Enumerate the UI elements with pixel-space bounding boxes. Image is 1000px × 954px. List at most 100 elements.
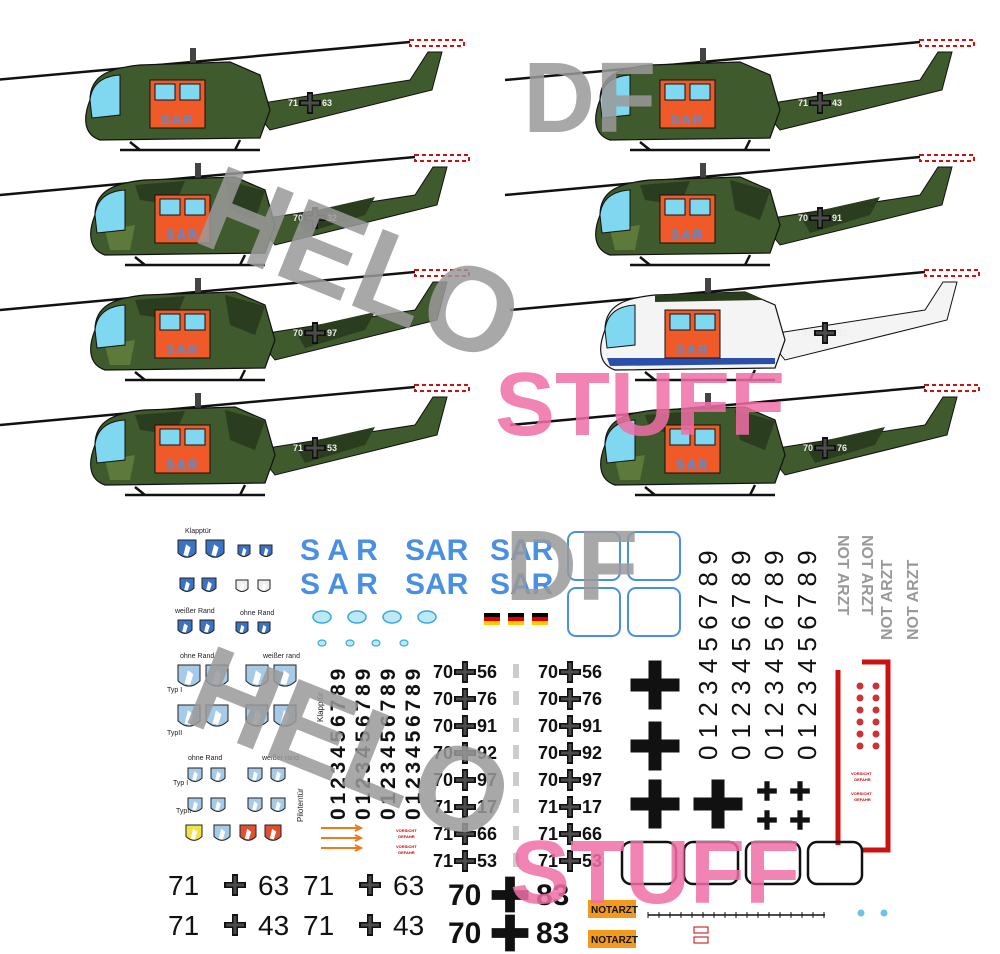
gefahr-label: GEFAHR <box>398 834 415 839</box>
tiny-stencil <box>513 745 519 759</box>
decal-label: Klapptür <box>185 528 212 535</box>
iron-cross-small <box>788 779 812 803</box>
tail-number: 53 <box>327 443 337 453</box>
large-code-number: 63 <box>393 870 424 901</box>
decal-label: weißer rand <box>261 755 299 762</box>
window-frame-black <box>744 840 802 886</box>
sar-decal: S A R <box>300 568 378 601</box>
decal-label-vertical: Klapptür <box>316 692 325 722</box>
tail-number: 97 <box>327 328 337 338</box>
door-window <box>159 198 181 216</box>
landing-skid <box>635 484 775 497</box>
tail-number: 91 <box>832 213 842 223</box>
squadron-shield-mark <box>241 547 247 556</box>
cyan-dot <box>857 909 865 917</box>
landing-skid <box>630 254 770 267</box>
main-rotor-blade <box>0 270 416 312</box>
tactical-code-number: 92 <box>582 743 602 763</box>
flag-black <box>508 613 524 617</box>
tail-number: 43 <box>832 98 842 108</box>
decal-label: TypII <box>176 808 191 815</box>
flag-black <box>484 613 500 617</box>
notarzt-text: NOTARZT <box>591 905 638 916</box>
camo-patch <box>225 410 265 450</box>
flag-red <box>484 617 500 621</box>
large-code-prefix: 71 <box>303 910 334 941</box>
unit-badge-small-mark <box>192 771 198 781</box>
cyan-badge-small <box>371 639 381 647</box>
cross-emblem <box>559 688 581 710</box>
sar-decal: SAR <box>490 568 554 601</box>
tail-rotor <box>414 154 470 162</box>
cross-emblem <box>559 661 581 683</box>
tail-rotor <box>409 39 465 47</box>
cockpit-window <box>599 74 631 119</box>
tiny-stencil <box>513 718 519 732</box>
red-bracket-right <box>862 659 891 853</box>
iron-cross-shape <box>788 779 812 803</box>
tactical-code-prefix: 70 <box>433 689 453 709</box>
unit-badge-mark <box>212 710 222 725</box>
tail-code: 70 <box>293 213 303 223</box>
arrow-decal <box>321 844 364 852</box>
unit-badge-mark <box>280 670 290 685</box>
not-arzt-text: NOT ARZT <box>858 535 875 616</box>
tactical-code-number: 17 <box>582 797 602 817</box>
unit-badge-mark <box>184 710 194 725</box>
camo-patch <box>735 410 775 450</box>
main-rotor-blade <box>509 270 926 312</box>
cyan-badge-small <box>399 639 409 647</box>
gefahr-label: GEFAHR <box>854 797 871 802</box>
window-frame-decal <box>627 587 681 637</box>
landing-skid <box>120 139 260 152</box>
camo-patch <box>730 180 770 220</box>
tail-number: 83 <box>837 328 847 338</box>
tactical-code-prefix: 71 <box>538 851 558 871</box>
tail-code: 71 <box>798 98 808 108</box>
sar-marking: SAR <box>161 112 194 127</box>
window-frame-black <box>806 840 864 886</box>
tail-rotor <box>414 269 470 277</box>
cross-emblem <box>559 742 581 764</box>
door-window <box>184 428 206 446</box>
unit-badge-red-mark <box>269 828 277 840</box>
tail-code: 70 <box>803 443 813 453</box>
squadron-shield-mark <box>263 547 269 556</box>
watermark-stuff: STUFF <box>495 355 785 455</box>
camo-patch <box>225 295 265 335</box>
tactical-code-prefix: 71 <box>433 824 453 844</box>
cross-emblem <box>224 914 246 936</box>
door-window <box>694 313 716 331</box>
tactical-code-number: 56 <box>582 662 602 682</box>
decal-label: ohne Rand <box>180 653 214 660</box>
unit-badge-yellow-mark <box>190 828 198 840</box>
small-red-box <box>693 936 709 944</box>
sar-decal: SAR <box>405 534 469 567</box>
decal-label: ohne Rand <box>240 610 274 617</box>
notarzt-badge <box>588 900 636 918</box>
landing-skid <box>125 254 265 267</box>
digit-strip-small: 0 1 2 3 4 5 6 7 8 9 <box>352 669 375 820</box>
decal-label: Typ I <box>173 780 188 787</box>
tail-rotor <box>924 384 980 392</box>
camo-patch <box>225 180 265 220</box>
cockpit-window <box>599 189 631 234</box>
cross-emblem <box>559 769 581 791</box>
unit-badge-small-mark <box>192 801 198 811</box>
squadron-shield-mark <box>184 581 190 591</box>
tail-rotor <box>414 384 470 392</box>
vorsicht-label: VORSICHT <box>851 791 872 796</box>
cyan-badge <box>312 610 332 624</box>
sar-decal: SAR <box>405 568 469 601</box>
tiny-stencil <box>513 691 519 705</box>
cockpit-window <box>94 189 126 234</box>
tactical-code-prefix: 71 <box>433 797 453 817</box>
digit-strip-large: 0 1 2 3 4 5 6 7 8 9 <box>726 550 756 760</box>
decal-label: Typ I <box>167 687 182 694</box>
arrow-decal <box>321 834 364 842</box>
sar-marking: SAR <box>671 112 704 127</box>
tactical-code-number: 53 <box>477 851 497 871</box>
arrow-decal <box>321 824 364 832</box>
